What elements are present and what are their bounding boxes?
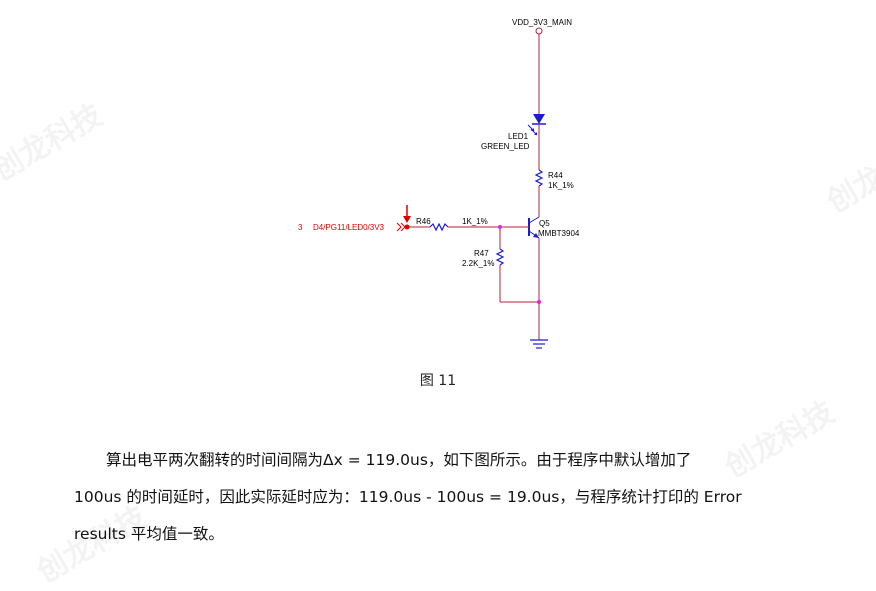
r46-value-label: 1K_1% [462,217,488,226]
offpage-connector-icon [396,222,406,232]
ground-icon [530,339,548,349]
power-pin [535,27,543,35]
port-pin-label: 3 [298,223,303,232]
r44-value-label: 1K_1% [548,181,574,190]
paragraph-line: 算出电平两次翻转的时间间隔为Δx = 119.0us，如下图所示。由于程序中默认… [106,451,692,469]
led-symbol [527,114,546,136]
r47-value-label: 2.2K_1% [462,259,494,268]
probe-arrow-icon [403,205,411,223]
power-net-label: VDD_3V3_MAIN [512,18,572,27]
paragraph-line: 100us 的时间延时，因此实际延时应为：119.0us - 100us = 1… [74,488,742,506]
figure-caption: 图 11 [419,373,457,389]
resistor-r46 [429,222,449,232]
paragraph-line: results 平均值一致。 [74,525,224,543]
resistor-r44 [534,169,544,187]
led-driver-schematic: VDD_3V3_MAIN LED1 GREEN_LED R44 1K_1% [298,18,580,349]
q5-value-label: MMBT3904 [538,229,580,238]
port-node [404,224,410,230]
junction-node [537,300,541,304]
port-net-label: D4/PG11/LED0/3V3 [313,223,385,232]
resistor-r47 [495,248,505,266]
q5-ref-label: Q5 [539,219,550,228]
r46-ref-label: R46 [416,217,431,226]
led-ref-label: LED1 [508,132,529,141]
body-paragraph: 算出电平两次翻转的时间间隔为Δx = 119.0us，如下图所示。由于程序中默认… [74,442,814,553]
r47-ref-label: R47 [474,249,489,258]
r44-ref-label: R44 [548,171,563,180]
document-page: 创龙科技 创龙科技 创龙科技 创龙科技 VDD_3V3_MAIN LED1 GR… [0,18,876,590]
led-value-label: GREEN_LED [481,142,530,151]
junction-node [498,225,502,229]
